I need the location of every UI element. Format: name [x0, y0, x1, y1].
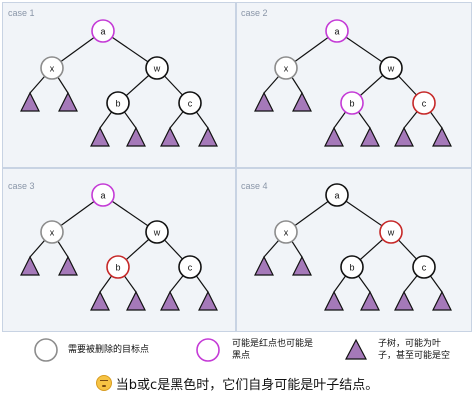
case-1-subtree-4 — [126, 126, 146, 147]
case-3-node-w-label: w — [153, 228, 161, 238]
case-2-node-w-label: w — [387, 64, 395, 74]
panel-case-1 — [2, 2, 236, 168]
legend-target-text: 需要被删除的目标点 — [68, 345, 150, 355]
case-2-node-b — [340, 91, 364, 115]
case-4-subtree-6 — [432, 290, 452, 311]
case-2-subtree-6 — [432, 126, 452, 147]
case-4-node-c-label: c — [422, 263, 427, 273]
case-1-subtree-2 — [58, 91, 78, 112]
case-4-node-b-label: b — [349, 263, 354, 273]
case-1-node-a-label: a — [100, 27, 105, 37]
case-2-node-a — [325, 19, 349, 43]
case-4-node-a — [325, 183, 349, 207]
case-1-node-b-label: b — [115, 99, 120, 109]
case-4-subtree-5 — [394, 290, 414, 311]
case-2-node-c-label: c — [422, 99, 427, 109]
case-1-node-x-label: x — [50, 64, 55, 74]
legend-target-node-icon — [34, 338, 58, 362]
case-3-subtree-3 — [90, 290, 110, 311]
case-1-node-c-label: c — [188, 99, 193, 109]
case-4-node-b — [340, 255, 364, 279]
case-2-subtree-2 — [292, 91, 312, 112]
case-4-node-c — [412, 255, 436, 279]
case-4-node-x — [274, 220, 298, 244]
case-2-subtree-3 — [324, 126, 344, 147]
case-4-node-a-label: a — [334, 191, 339, 201]
case-3-subtree-6 — [198, 290, 218, 311]
case-4-subtree-2 — [292, 255, 312, 276]
case-4-subtree-3 — [324, 290, 344, 311]
panel-case-2 — [236, 2, 472, 168]
case-2-node-x-label: x — [284, 64, 289, 74]
legend-either-text-2: 黑点 — [232, 351, 251, 361]
case-4-node-w-label: w — [387, 228, 395, 238]
legend-subtree-icon — [345, 338, 367, 360]
case-1-subtree-5 — [160, 126, 180, 147]
legend-subtree-text-1: 子树，可能为叶 — [378, 339, 442, 349]
case-1-node-a — [91, 19, 115, 43]
case-3-node-a-label: a — [100, 191, 105, 201]
case-1-node-x — [40, 56, 64, 80]
legend-either-node-icon — [196, 338, 220, 362]
legend-either-text-1: 可能是红点也可能是 — [232, 339, 314, 349]
case-2-node-b-label: b — [349, 99, 354, 109]
panel-case-3 — [2, 168, 236, 332]
case-3-node-b-label: b — [115, 263, 120, 273]
case-3-node-x — [40, 220, 64, 244]
case-1-subtree-3 — [90, 126, 110, 147]
case-1-subtree-1 — [20, 91, 40, 112]
case-3-subtree-4 — [126, 290, 146, 311]
case-2-subtree-5 — [394, 126, 414, 147]
case-3-label: case 3 — [8, 181, 35, 191]
case-1-node-c — [178, 91, 202, 115]
case-3-node-x-label: x — [50, 228, 55, 238]
legend-subtree-text-2: 子，甚至可能是空 — [378, 351, 451, 361]
footer-note: 当b或c是黑色时，它们自身可能是叶子结点。 — [0, 374, 474, 393]
case-3-node-w — [145, 220, 169, 244]
case-2-node-c — [412, 91, 436, 115]
case-3-node-b — [106, 255, 130, 279]
case-3-subtree-2 — [58, 255, 78, 276]
case-1-node-w — [145, 56, 169, 80]
case-1-subtree-6 — [198, 126, 218, 147]
case-4-subtree-4 — [360, 290, 380, 311]
case-2-node-w — [379, 56, 403, 80]
case-4-subtree-1 — [254, 255, 274, 276]
case-3-node-c-label: c — [188, 263, 193, 273]
case-4-node-w — [379, 220, 403, 244]
case-2-node-x — [274, 56, 298, 80]
case-1-label: case 1 — [8, 8, 35, 18]
footer-text: 当b或c是黑色时，它们自身可能是叶子结点。 — [115, 378, 379, 393]
case-3-subtree-5 — [160, 290, 180, 311]
case-2-subtree-1 — [254, 91, 274, 112]
case-1-node-w-label: w — [153, 64, 161, 74]
panel-case-4 — [236, 168, 472, 332]
case-2-node-a-label: a — [334, 27, 339, 37]
case-3-subtree-1 — [20, 255, 40, 276]
case-2-label: case 2 — [241, 8, 268, 18]
case-1-node-b — [106, 91, 130, 115]
case-3-node-c — [178, 255, 202, 279]
case-3-node-a — [91, 183, 115, 207]
case-4-label: case 4 — [241, 181, 268, 191]
thinking-face-icon — [95, 375, 112, 391]
case-4-node-x-label: x — [284, 228, 289, 238]
case-2-subtree-4 — [360, 126, 380, 147]
